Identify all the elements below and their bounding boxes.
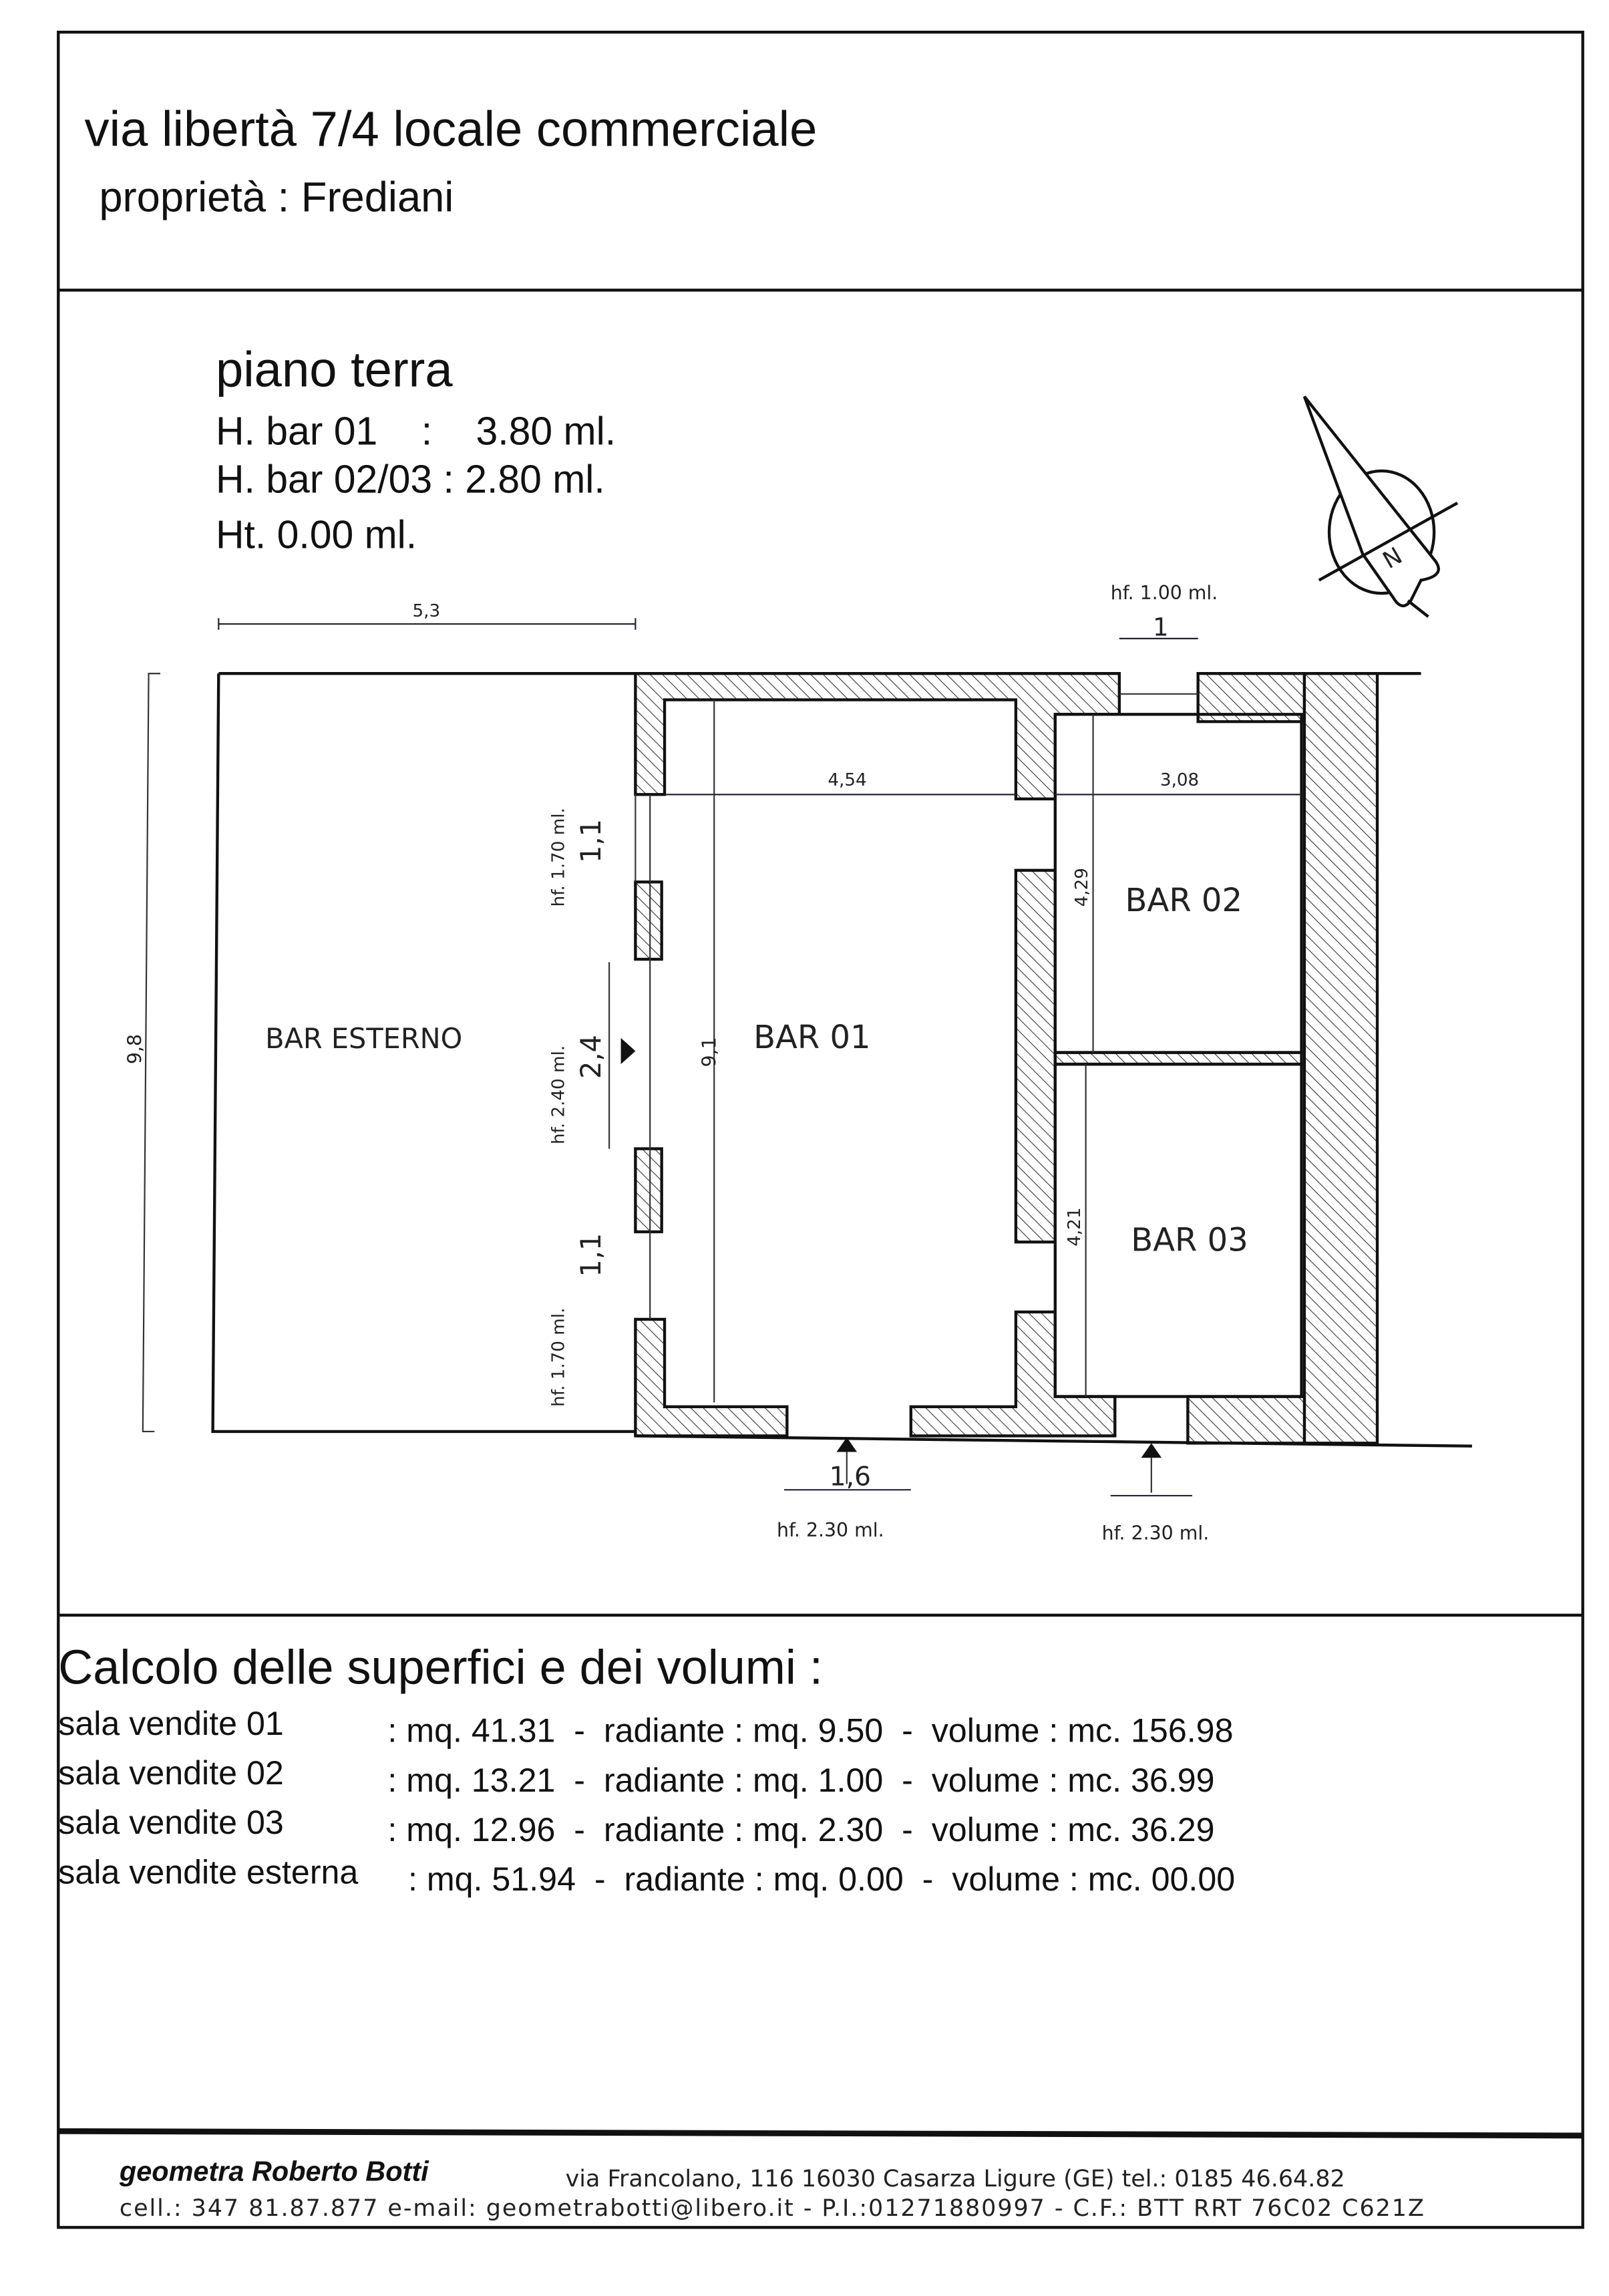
height-bar02-03: H. bar 02/03 : 2.80 ml. [216,458,605,502]
calc-row: sala vendite 02 : mq. 13.21 - radiante :… [58,1754,1214,1799]
footer-divider [58,2128,1583,2139]
height-bar01: H. bar 01 : 3.80 ml. [216,410,616,454]
calc-row-name: sala vendite 03 [58,1804,284,1841]
calc-row-values: : mq. 13.21 - radiante : mq. 1.00 - volu… [387,1762,1214,1799]
calc-row: sala vendite 01 : mq. 41.31 - radiante :… [58,1705,1233,1750]
door-main-size: 1,6 [830,1462,871,1492]
bar03-outline [1053,1062,1303,1398]
floor-title: piano terra [216,341,453,397]
calc-row-name: sala vendite 01 [58,1705,284,1742]
dim-bar01-depth: 9,1 [698,1037,720,1067]
room-bar-03: BAR 03 [1131,1221,1248,1259]
dim-bar02-width: 3,08 [1160,770,1199,790]
calc-row-values: : mq. 51.94 - radiante : mq. 0.00 - volu… [408,1860,1235,1898]
bar-esterno-outline [211,672,636,1434]
window-bottom-height: hf. 1.70 ml. [548,1308,568,1407]
dim-bar03-depth: 4,21 [1065,1208,1085,1247]
north-arrow-icon: N [1302,395,1459,618]
calc-title: Calcolo delle superfici e dei volumi : [58,1641,823,1694]
calc-row-name: sala vendite 02 [58,1754,284,1792]
dim-line-esterno-depth [142,673,161,1433]
room-bar-02: BAR 02 [1125,882,1242,919]
facade-line-bottom [635,1434,1472,1448]
door-secondary-height: hf. 2.30 ml. [1102,1522,1210,1544]
window-top-height: hf. 1.70 ml. [548,808,568,907]
calc-row-values: : mq. 12.96 - radiante : mq. 2.30 - volu… [387,1811,1214,1848]
door-main-height: hf. 2.30 ml. [777,1519,884,1541]
calc-row: sala vendite 03 : mq. 12.96 - radiante :… [58,1804,1214,1848]
door-secondary-marker-icon [1141,1443,1162,1458]
room-bar-01: BAR 01 [753,1019,870,1056]
calc-row-name: sala vendite esterna [58,1853,358,1891]
owner-label: proprietà : Frediani [99,174,454,221]
room-bar-esterno: BAR ESTERNO [265,1023,462,1055]
bar02-outline [1053,713,1303,1054]
calc-row-values: : mq. 41.31 - radiante : mq. 9.50 - volu… [387,1712,1233,1750]
dim-esterno-width: 5,3 [413,601,441,621]
dim-esterno-depth: 9,8 [124,1034,146,1064]
door-main-marker-icon [836,1437,858,1452]
author-contacts: cell.: 347 81.87.877 e-mail: geometrabot… [120,2195,1424,2222]
walls [634,672,1379,1445]
window-north-size: 1 [1153,613,1169,642]
dim-bar01-width: 4,54 [828,770,866,790]
window-top-size: 1,1 [575,819,607,863]
height-ht: Ht. 0.00 ml. [216,514,417,557]
door-side-size: 2,4 [575,1035,607,1079]
document-title: via libertà 7/4 locale commerciale [85,101,818,156]
calc-row: sala vendite esterna : mq. 51.94 - radia… [58,1853,1235,1898]
author-address: via Francolano, 116 16030 Casarza Ligure… [566,2166,1345,2192]
window-bottom-size: 1,1 [575,1233,607,1277]
door-side-marker-icon [620,1037,636,1065]
author-name: geometra Roberto Botti [119,2155,429,2186]
sheet-border [57,30,1584,2229]
window-north-height: hf. 1.00 ml. [1111,582,1218,604]
dim-bar02-depth: 4,29 [1072,868,1092,907]
door-side-height: hf. 2.40 ml. [548,1045,568,1144]
